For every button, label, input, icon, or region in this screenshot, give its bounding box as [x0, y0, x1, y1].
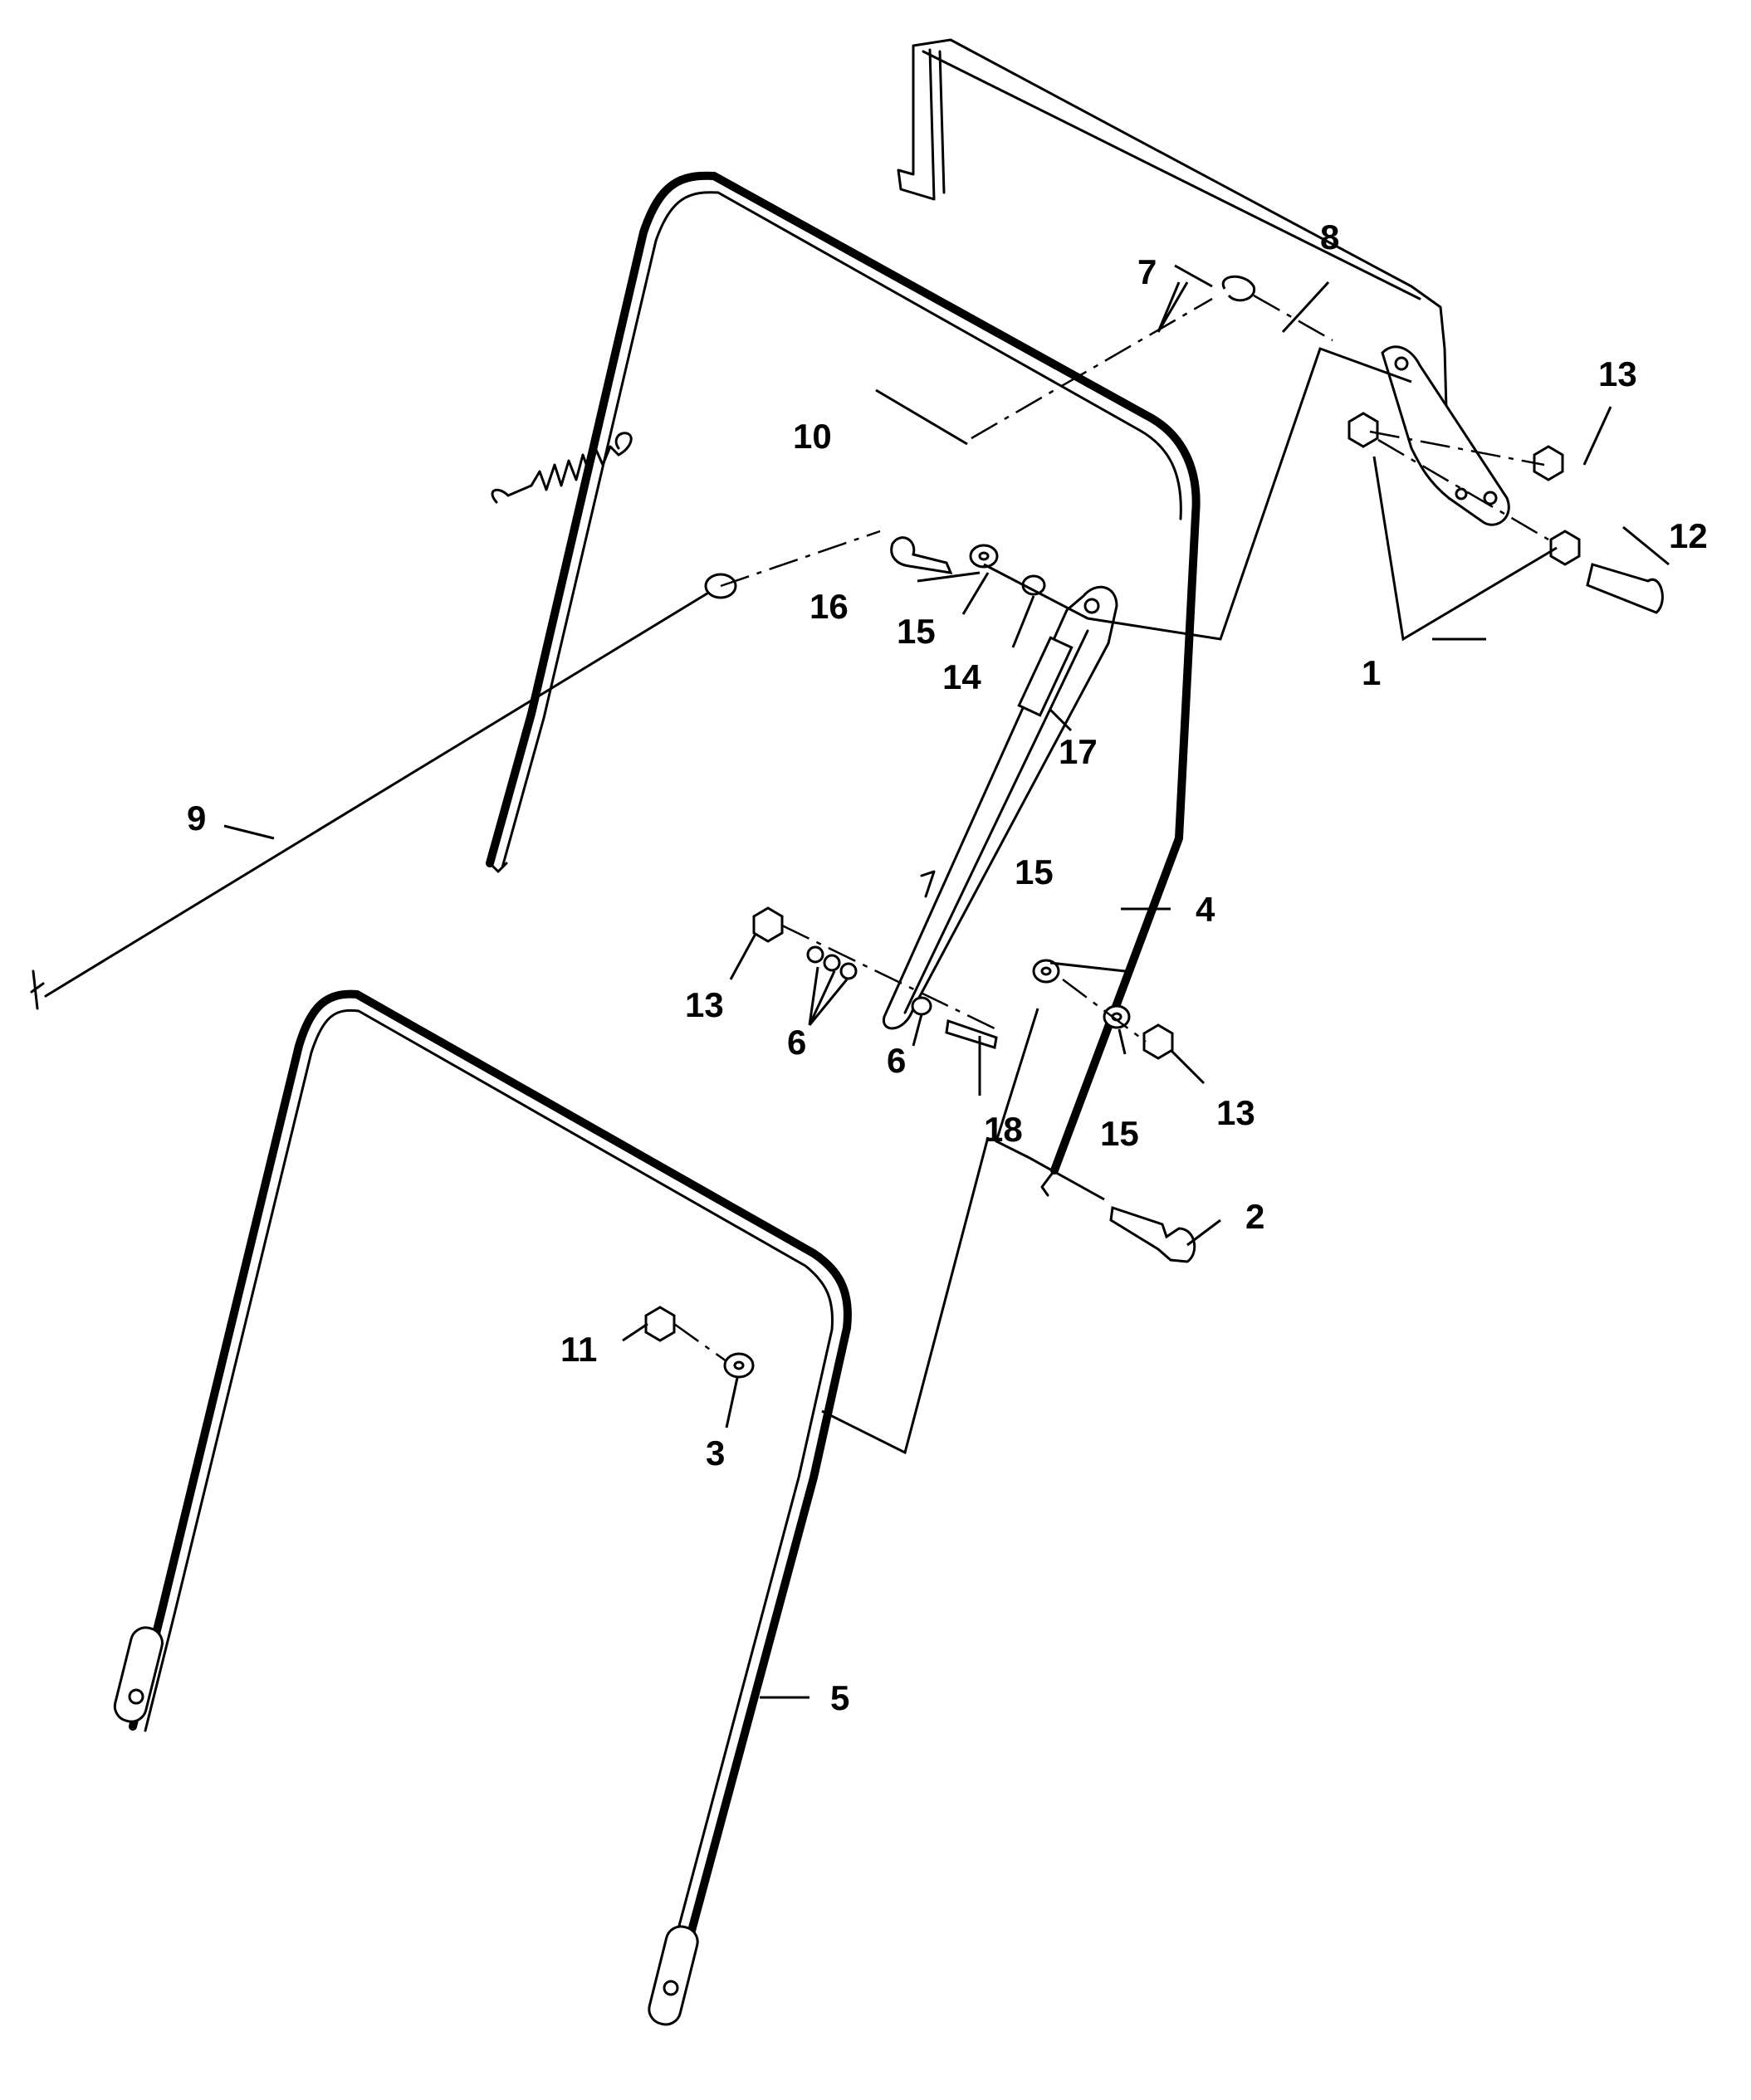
spring [491, 432, 633, 504]
control-cable [30, 573, 737, 1010]
callout-11: 11 [560, 1330, 597, 1369]
assembly-lines [673, 294, 1549, 1363]
callout-2: 2 [1245, 1197, 1264, 1236]
spacer-6a [806, 945, 824, 964]
hardware-washers [723, 544, 1131, 1379]
control-lever [883, 585, 1118, 1030]
callout-7: 7 [1137, 252, 1157, 291]
spacer-6c [839, 962, 858, 980]
bracket [1381, 345, 1510, 526]
lower-handle-right-end [648, 1925, 699, 2026]
upper-handle [486, 171, 1201, 1197]
callout-10: 10 [793, 417, 832, 456]
lever-grip [1017, 636, 1074, 717]
nut-1-right [1549, 530, 1581, 566]
bolt-12 [1586, 563, 1664, 614]
callout-15c: 15 [1100, 1114, 1139, 1153]
hardware-nuts [644, 412, 1581, 1342]
callout-6a: 6 [787, 1023, 806, 1062]
pin-18 [945, 1018, 998, 1049]
lower-handle [113, 989, 852, 2026]
bolt-2 [1109, 1206, 1196, 1263]
callout-13a: 13 [1598, 354, 1637, 393]
spacer-6b [823, 954, 841, 972]
callout-8: 8 [1320, 217, 1339, 256]
bail-bar [897, 38, 1450, 500]
callout-5: 5 [830, 1678, 849, 1717]
callout-4: 4 [1196, 890, 1215, 929]
callout-18: 18 [984, 1110, 1023, 1149]
bolt-16 [890, 536, 953, 574]
callout-1: 1 [1362, 653, 1381, 692]
callout-9: 9 [187, 798, 206, 838]
callout-15b: 15 [1015, 852, 1054, 891]
callout-13c: 13 [1216, 1093, 1255, 1132]
leader-lines [223, 264, 1670, 1699]
lower-handle-left-end [113, 1626, 164, 1723]
nut-13-right [1142, 1023, 1174, 1060]
hardware-bolts [890, 536, 1664, 1263]
clip [1221, 275, 1256, 302]
spacer-6d [911, 996, 932, 1016]
callout-13b: 13 [685, 985, 724, 1024]
nut-1-left [1347, 412, 1379, 448]
callout-labels: 1 2 3 4 5 6 6 7 8 9 10 11 12 13 13 13 14… [187, 217, 1708, 1717]
callout-16: 16 [809, 587, 849, 626]
callout-3: 3 [706, 1433, 725, 1472]
callout-14: 14 [942, 657, 981, 696]
callout-15a: 15 [897, 612, 936, 651]
callout-17: 17 [1059, 732, 1098, 771]
callout-6b: 6 [887, 1041, 906, 1080]
callout-12: 12 [1669, 516, 1708, 555]
nut-13-top [1533, 445, 1564, 481]
nut-11 [644, 1306, 676, 1342]
nut-13-left [752, 906, 784, 943]
